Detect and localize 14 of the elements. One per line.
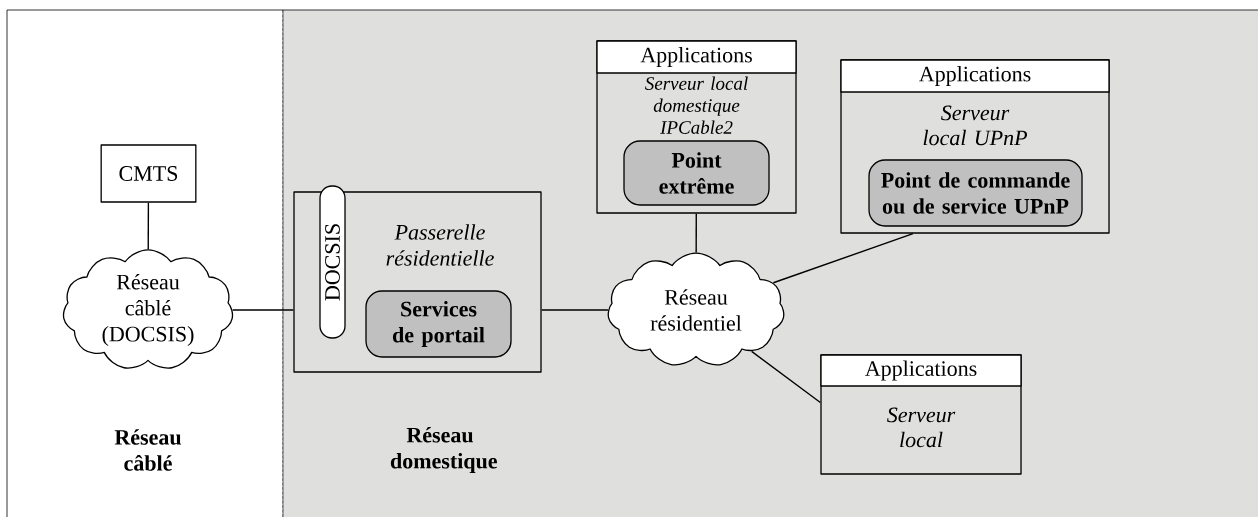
connection-line bbox=[772, 232, 914, 284]
connection-line bbox=[695, 212, 697, 254]
connection-line bbox=[231, 309, 295, 311]
network-cloud: Réseau câblé (DOCSIS) bbox=[62, 249, 234, 369]
function-box: Point extrême bbox=[623, 140, 770, 206]
connection-line bbox=[147, 201, 150, 250]
connection-line bbox=[750, 350, 822, 404]
server-box: Applications Serveur local bbox=[820, 354, 1022, 475]
connection-line bbox=[540, 309, 609, 311]
function-box: Services de portail bbox=[365, 290, 512, 358]
equipment-box: CMTS bbox=[100, 144, 197, 203]
interface-pill: DOCSIS bbox=[319, 185, 346, 339]
network-cloud: Réseau résidentiel bbox=[607, 252, 785, 366]
function-box: Point de commande ou de service UPnP bbox=[868, 159, 1083, 227]
